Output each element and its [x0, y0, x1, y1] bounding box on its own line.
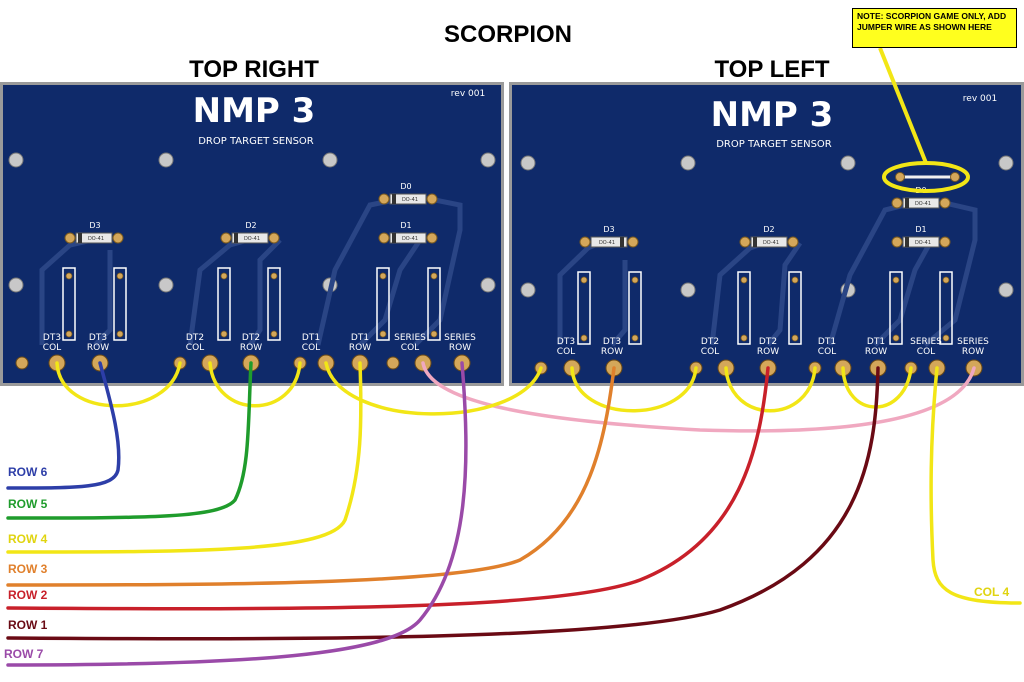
switch-pads: [580, 276, 950, 342]
wire-row-3: [6, 366, 616, 587]
wire-row-1: [6, 366, 880, 641]
jumper-note: NOTE: SCORPION GAME ONLY, ADD JUMPER WIR…: [852, 8, 1017, 48]
label-row-1: ROW 1: [8, 618, 48, 632]
diode-label: D3: [89, 221, 100, 230]
board-top-right: NMP 3 DROP TARGET SENSOR rev 001: [0, 82, 504, 386]
switch-outlines: [577, 271, 953, 345]
board-rev: rev 001: [963, 94, 997, 104]
diode-label: D2: [763, 225, 774, 234]
diode-d2: D2 DO-41: [739, 225, 799, 248]
diode-d1: D1 DO-41: [891, 225, 951, 248]
wire-row-5: [6, 361, 253, 520]
wire-yellow-dt2-dt1-b: [724, 366, 817, 413]
diode-d3: D3 DO-41: [64, 221, 124, 244]
note-pointer: [878, 47, 928, 164]
diode-label: D2: [245, 221, 256, 230]
wire-yellow-dt3-dt2: [55, 361, 182, 408]
wire-yellow-dt2-dt1: [208, 361, 302, 408]
diode-d2: D2 DO-41: [220, 221, 280, 244]
jumper-wire: [895, 172, 960, 182]
label-row-4: ROW 4: [8, 532, 48, 546]
label-row-6: ROW 6: [8, 465, 48, 479]
wire-row-4: [6, 361, 363, 554]
wires: [6, 361, 1022, 667]
diode-d0: D0 DO-41: [891, 186, 951, 209]
switch-outlines: [62, 267, 441, 341]
diode-label: D1: [400, 221, 411, 230]
diode-label: D0: [400, 182, 411, 191]
board-rev: rev 001: [451, 89, 485, 99]
board-heading-top-right: TOP RIGHT: [189, 56, 319, 83]
diode-label: D1: [915, 225, 926, 234]
wire-row-2: [6, 366, 770, 611]
board-top-left: NMP 3 DROP TARGET SENSOR rev 001: [509, 82, 1024, 386]
board-brand: NMP 3: [711, 95, 834, 135]
wire-row-6: [6, 361, 121, 490]
mounting-holes: [8, 152, 496, 293]
diode-part: DO-41: [915, 240, 931, 246]
diode-part: DO-41: [763, 240, 779, 246]
diode-part: DO-41: [244, 236, 260, 242]
wire-labels: ROW 6 ROW 5 ROW 4 ROW 3 ROW 2 ROW 1 ROW …: [4, 465, 1009, 661]
wire-row-7: [6, 361, 468, 667]
diode-part: DO-41: [402, 197, 418, 203]
wire-col-4: [929, 366, 1022, 605]
label-row-2: ROW 2: [8, 588, 48, 602]
diode-part: DO-41: [915, 201, 931, 207]
diode-d0: D0 DO-41: [378, 182, 438, 205]
diode-part: DO-41: [402, 236, 418, 242]
diode-label: D3: [603, 225, 614, 234]
board-heading-top-left: TOP LEFT: [714, 56, 829, 83]
board-subtitle: DROP TARGET SENSOR: [198, 136, 314, 147]
label-row-5: ROW 5: [8, 497, 48, 511]
diode-d3: D3 DO-41: [579, 225, 639, 248]
wire-yellow-bridge: [324, 361, 543, 416]
board-brand: NMP 3: [193, 91, 316, 131]
diode-d1: D1 DO-41: [378, 221, 438, 244]
wire-yellow-dt3-dt2-b: [570, 366, 698, 413]
switch-pads: [65, 272, 438, 338]
diode-part: DO-41: [88, 236, 104, 242]
main-title: SCORPION: [444, 21, 572, 48]
label-row-7: ROW 7: [4, 647, 44, 661]
label-col-4: COL 4: [974, 585, 1009, 599]
label-row-3: ROW 3: [8, 562, 48, 576]
board-subtitle: DROP TARGET SENSOR: [716, 139, 832, 150]
diode-part: DO-41: [599, 240, 615, 246]
